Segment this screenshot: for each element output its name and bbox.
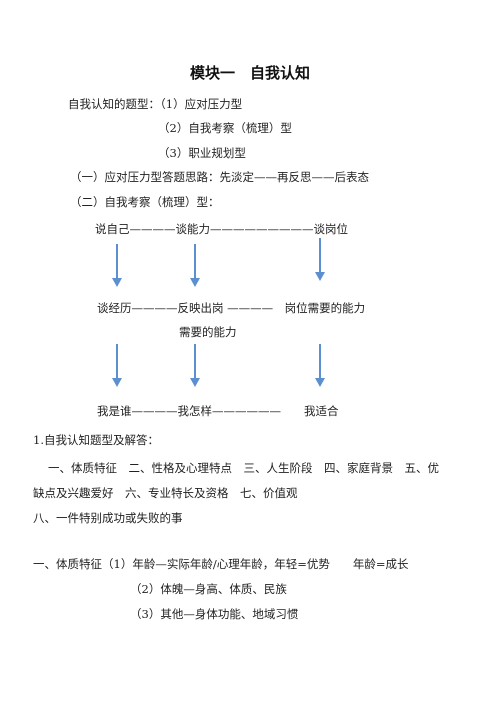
physique-line-1: 一、体质特征（1）年龄—实际年龄/心理年龄，年轻=优势 年龄=成长 bbox=[33, 557, 409, 571]
qa-heading: 1.自我认知题型及解答： bbox=[33, 433, 159, 447]
section-stress-approach: （一）应对压力型答题思路：先淡定——再反思——后表态 bbox=[70, 170, 369, 184]
question-types-line: 自我认知的题型：（1）应对压力型 bbox=[68, 97, 243, 111]
arrow-down-icon bbox=[190, 244, 200, 288]
qa-line-3: 八、一件特别成功或失败的事 bbox=[33, 511, 183, 525]
arrow-down-icon bbox=[315, 344, 325, 388]
qa-line-1: 一、体质特征 二、性格及心理特点 三、人生阶段 四、家庭背景 五、优 bbox=[48, 461, 439, 475]
arrow-down-icon bbox=[112, 244, 122, 288]
arrow-down-icon bbox=[315, 238, 325, 282]
question-type-2: （2）自我考察（梳理）型 bbox=[158, 121, 292, 135]
arrow-down-icon bbox=[190, 344, 200, 388]
physique-line-3: （3）其他—身体功能、地域习惯 bbox=[130, 607, 299, 621]
diagram-row-3: 我是谁————我怎样—————— 我适合 bbox=[97, 404, 339, 418]
arrow-down-icon bbox=[112, 344, 122, 388]
question-type-3: （3）职业规划型 bbox=[158, 146, 246, 160]
physique-line-2: （2）体魄—身高、体质、民族 bbox=[130, 582, 287, 596]
page-title: 模块一 自我认知 bbox=[190, 64, 311, 82]
diagram-row-2-continued: 需要的能力 bbox=[179, 325, 237, 339]
diagram-row-2: 谈经历————反映出岗 ———— 岗位需要的能力 bbox=[97, 301, 366, 315]
qa-line-2: 缺点及兴趣爱好 六、专业特长及资格 七、价值观 bbox=[33, 486, 298, 500]
section-self-review: （二）自我考察（梳理）型： bbox=[70, 195, 220, 209]
diagram-row-1: 说自己————谈能力—————————谈岗位 bbox=[95, 222, 348, 236]
